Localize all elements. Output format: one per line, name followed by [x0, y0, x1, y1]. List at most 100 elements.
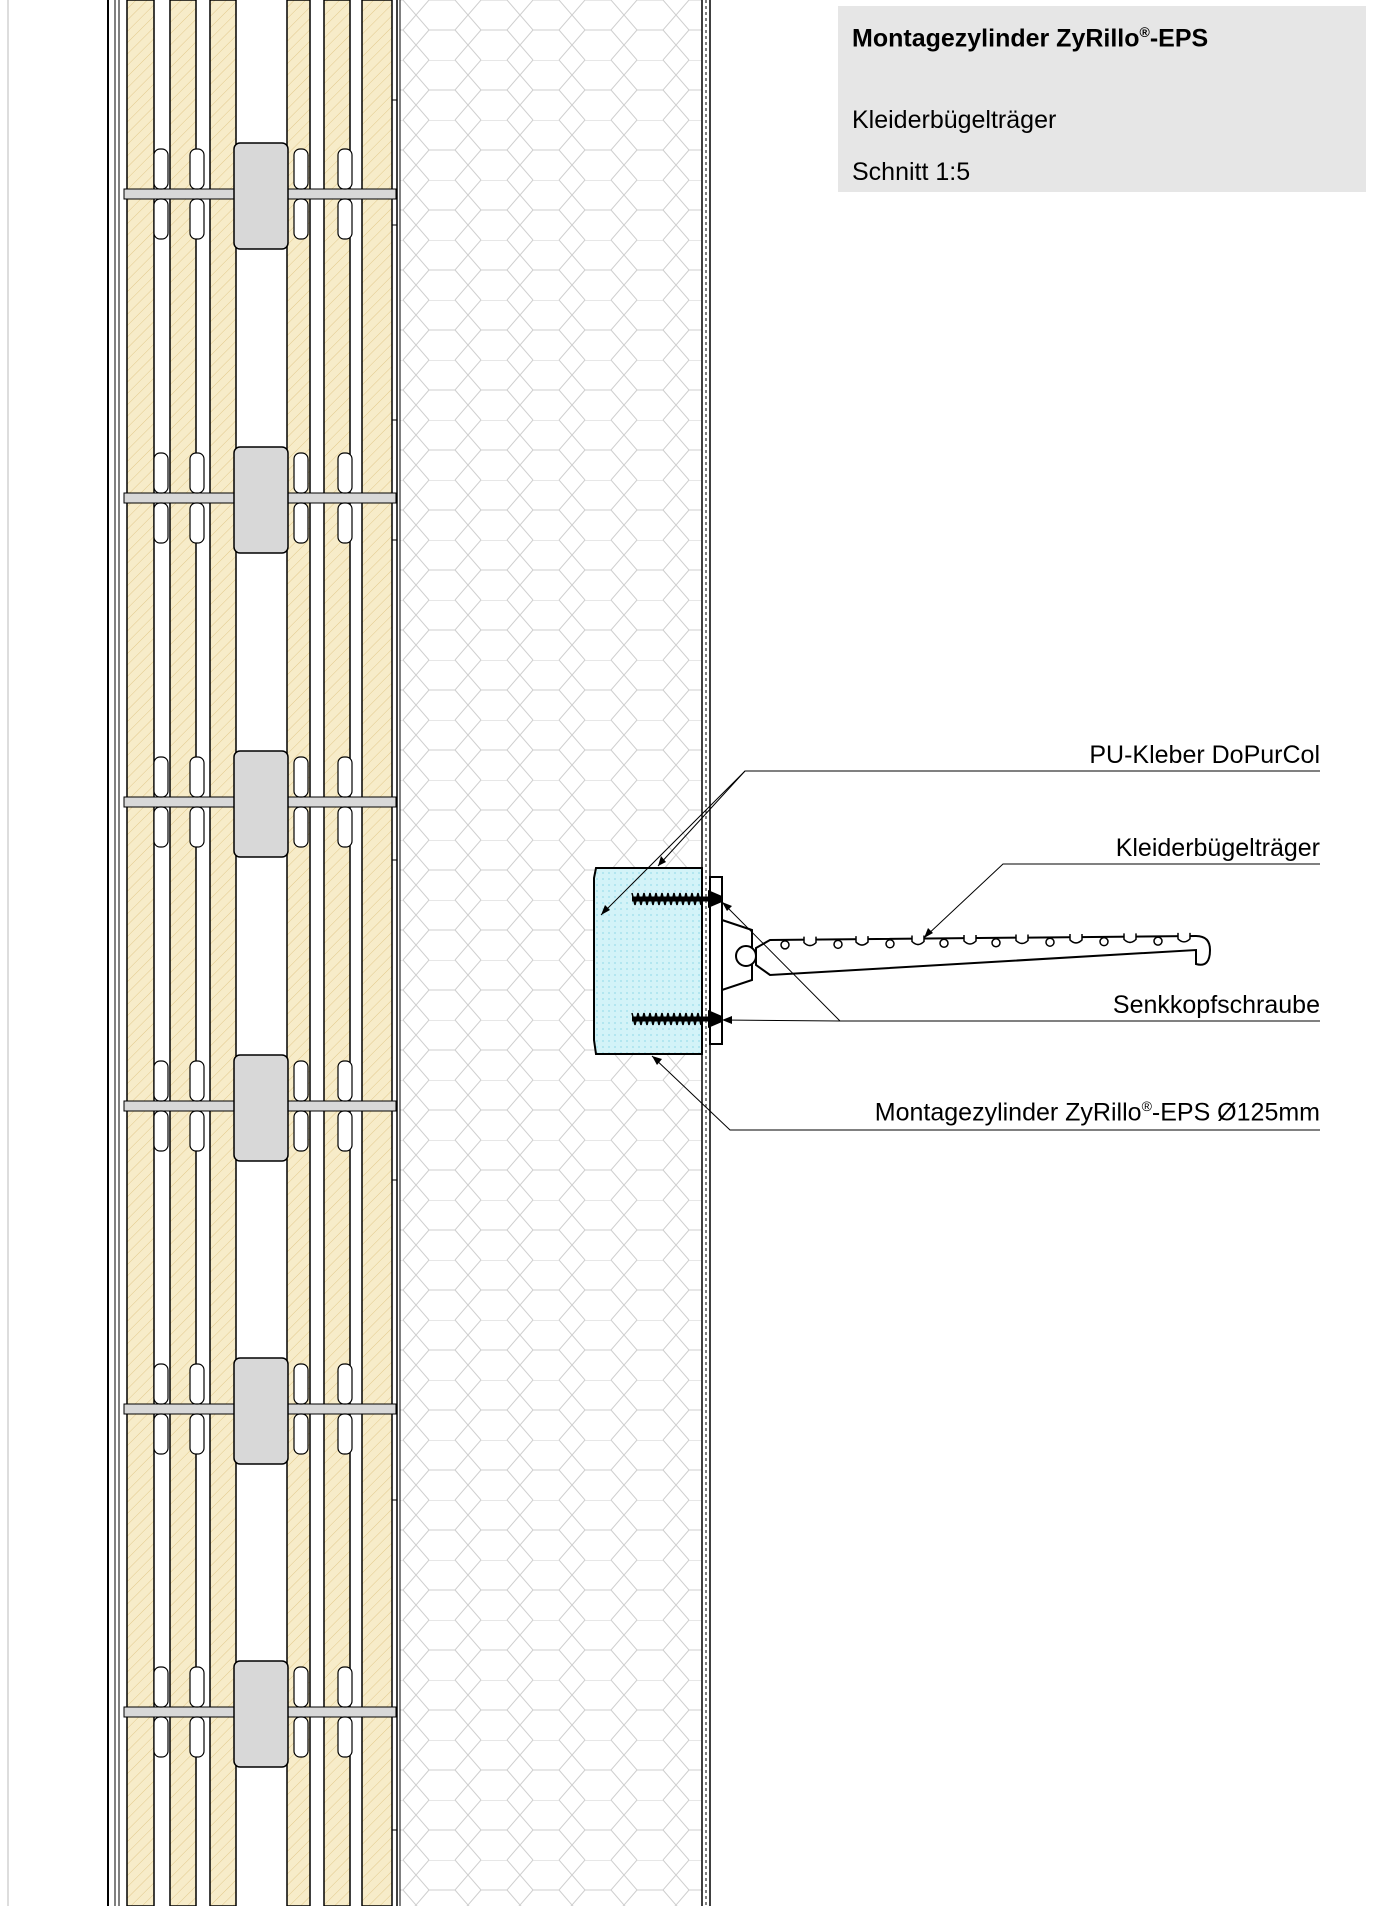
title-block: Montagezylinder ZyRillo®-EPS Kleiderbüge… [838, 6, 1366, 192]
brick-groove [153, 1413, 169, 1455]
mortar-pocket [233, 1054, 289, 1162]
hanger-slot [833, 939, 843, 950]
brick-groove [293, 1716, 309, 1758]
brick-tongue [293, 1060, 309, 1102]
brick-groove [153, 1716, 169, 1758]
hanger-slot [1069, 933, 1083, 944]
brick-groove [293, 806, 309, 848]
hanger-slot [939, 938, 949, 949]
brick-groove [337, 502, 353, 544]
brick-tongue [189, 452, 205, 494]
mortar-pocket [233, 446, 289, 554]
brick-groove [189, 1110, 205, 1152]
brick-tongue [337, 148, 353, 190]
brick-web [361, 0, 393, 1906]
brick-groove [337, 1716, 353, 1758]
brick-tongue [293, 148, 309, 190]
brick-tongue [189, 1060, 205, 1102]
mortar-pocket [233, 142, 289, 250]
callout-hanger: Kleiderbügelträger [1115, 834, 1320, 862]
leader-arrows [601, 856, 933, 1065]
mounting-cylinder [593, 867, 703, 1055]
registered-mark: ® [1141, 1098, 1152, 1114]
brick-groove [153, 198, 169, 240]
hanger-slot [963, 935, 977, 945]
brick-web [286, 0, 311, 1906]
brick-tongue [189, 756, 205, 798]
plaster-layer-left [7, 0, 120, 1906]
brick-groove [153, 1110, 169, 1152]
hanger-slot [1045, 937, 1055, 947]
brick-web [169, 0, 197, 1906]
hanger-slot [1099, 936, 1109, 947]
brick-groove [337, 198, 353, 240]
brick-tongue [153, 756, 169, 798]
brick-groove [189, 1716, 205, 1758]
drawing-subtitle: Kleiderbügelträger [852, 106, 1057, 134]
mortar-pocket [233, 1660, 289, 1768]
brick-web [323, 0, 351, 1906]
brick-tongue [153, 148, 169, 190]
callout-underlines [840, 770, 1320, 1131]
brick-tongue [337, 756, 353, 798]
brick-tongue [293, 452, 309, 494]
hanger-slot [803, 936, 817, 947]
brick-groove [337, 1110, 353, 1152]
brick-tongue [293, 1666, 309, 1708]
brick-groove [293, 502, 309, 544]
leader-adhesive-2 [657, 770, 746, 867]
hanger-slot [991, 937, 1001, 948]
brick-tongue [293, 1363, 309, 1405]
brick-groove [293, 198, 309, 240]
hanger-slot [1123, 933, 1137, 944]
brick-groove [189, 1413, 205, 1455]
brick-groove [293, 1110, 309, 1152]
brick-tongue [153, 1666, 169, 1708]
brick-groove [189, 806, 205, 848]
clothes-hanger-arm [721, 918, 1212, 992]
brick-groove [153, 806, 169, 848]
registered-mark: ® [1139, 24, 1150, 40]
brick-groove [153, 502, 169, 544]
callout-screw: Senkkopfschraube [1112, 991, 1320, 1019]
hanger-slot [911, 935, 925, 946]
mortar-pocket [233, 750, 289, 858]
brick-tongue [153, 452, 169, 494]
render-layer [701, 0, 711, 1906]
brick-tongue [153, 1363, 169, 1405]
brick-tongue [293, 756, 309, 798]
brick-tongue [189, 1363, 205, 1405]
hanger-slot [780, 940, 790, 950]
brick-web [126, 0, 155, 1906]
brick-web [209, 0, 237, 1906]
hanger-slot [1015, 934, 1029, 945]
brick-tongue [337, 452, 353, 494]
callout-adhesive: PU-Kleber DoPurCol [1089, 741, 1320, 769]
brick-tongue [153, 1060, 169, 1102]
hanger-slot [885, 939, 895, 949]
brick-groove [337, 806, 353, 848]
brick-tongue [189, 1666, 205, 1708]
drawing-scale: Schnitt 1:5 [852, 158, 971, 186]
brick-groove [189, 502, 205, 544]
callout-cylinder: Montagezylinder ZyRillo®-EPS Ø125mm [874, 1098, 1320, 1127]
brick-groove [189, 198, 205, 240]
leader-screw-2 [721, 1019, 841, 1022]
brick-groove [337, 1413, 353, 1455]
brick-tongue [189, 148, 205, 190]
masonry-wall [122, 0, 397, 1906]
brick-groove [293, 1413, 309, 1455]
hanger-slot [1153, 936, 1163, 946]
mortar-pocket [233, 1357, 289, 1465]
brick-tongue [337, 1666, 353, 1708]
hanger-slot [1177, 932, 1191, 943]
hanger-slots [780, 932, 1191, 950]
brick-tongue [337, 1060, 353, 1102]
leader-hanger [923, 863, 1320, 939]
countersunk-screw-top [631, 890, 722, 908]
drawing-title: Montagezylinder ZyRillo®-EPS [852, 24, 1209, 53]
countersunk-screw-bottom [631, 1010, 722, 1028]
brick-tongue [337, 1363, 353, 1405]
hanger-slot [855, 936, 869, 946]
